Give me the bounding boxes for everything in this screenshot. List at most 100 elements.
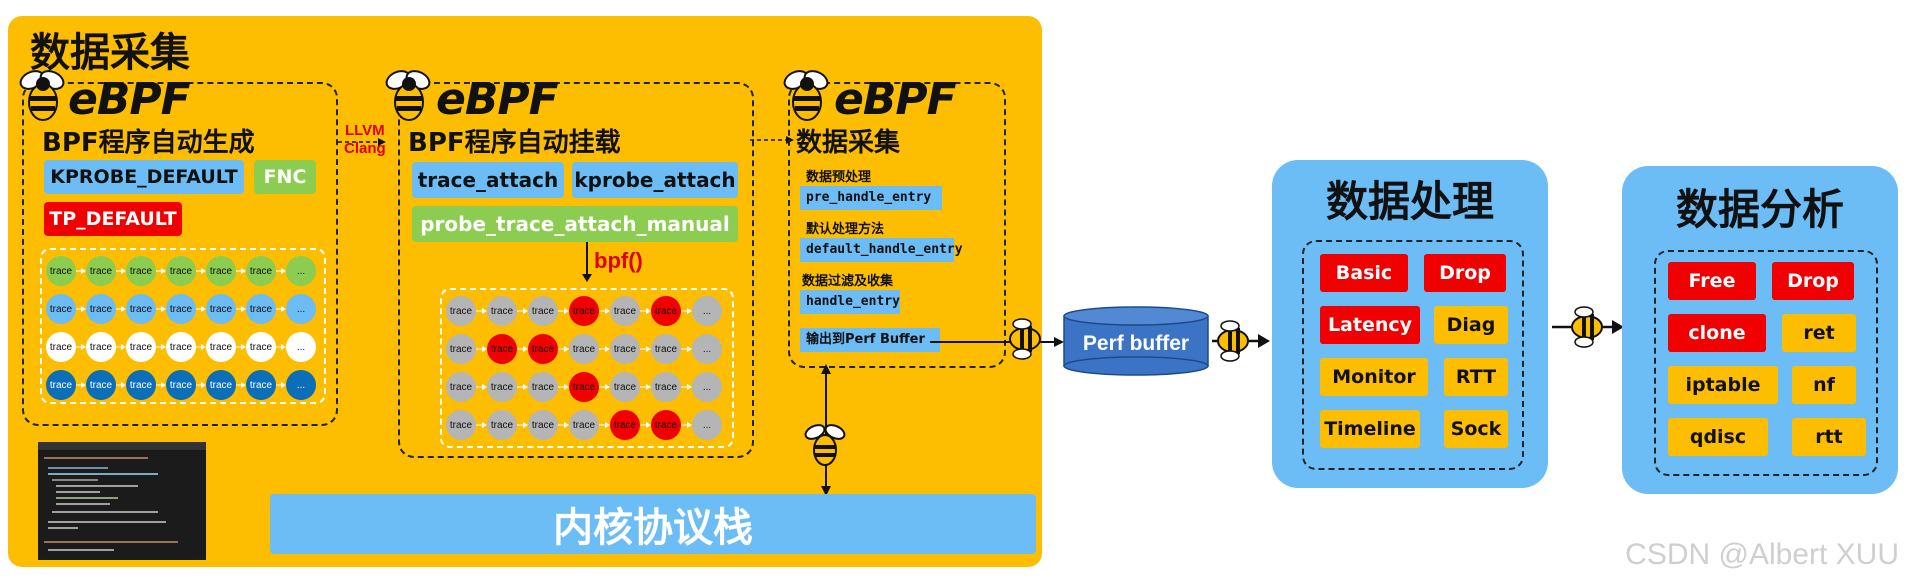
analysis-title: 数据分析 (1675, 185, 1844, 234)
watermark: CSDN @Albert XUU (1625, 538, 1899, 571)
tag-qdisc: qdisc (1668, 418, 1768, 456)
tag-basic: Basic (1320, 254, 1408, 292)
tag-drop: Drop (1424, 254, 1506, 292)
tag-rtt: rtt (1792, 418, 1866, 456)
compiler-clang: Clang (344, 140, 386, 157)
trace-node: trace (610, 410, 640, 440)
trace-node: trace (206, 370, 236, 400)
tag-kprobe-attach: kprobe_attach (572, 162, 738, 198)
compiler-llvm: LLVM (344, 122, 385, 139)
trace-arrow (517, 346, 528, 352)
processing-title: 数据处理 (1325, 177, 1494, 226)
trace-arrow (599, 422, 610, 428)
ebpf-logo: eBPF (834, 74, 957, 125)
trace-node: ... (286, 370, 316, 400)
trace-arrow (276, 306, 286, 312)
attach-title: BPF程序自动挂载 (408, 128, 621, 158)
trace-arrow (236, 344, 246, 350)
trace-node: trace (166, 256, 196, 286)
gen-title: BPF程序自动生成 (42, 128, 255, 158)
trace-arrow (640, 384, 651, 390)
tag-free: Free (1668, 262, 1756, 300)
trace-node: trace (166, 294, 196, 324)
trace-node: trace (528, 296, 558, 326)
trace-arrow (276, 344, 286, 350)
trace-node: trace (46, 332, 76, 362)
trace-arrow (276, 382, 286, 388)
trace-node: trace (126, 294, 156, 324)
trace-node: trace (446, 410, 476, 440)
step-default-label: 默认处理方法 (806, 222, 885, 237)
trace-arrow (640, 422, 651, 428)
bee-icon (1002, 316, 1048, 367)
trace-node: trace (126, 370, 156, 400)
trace-node: trace (86, 294, 116, 324)
tag-diag: Diag (1434, 306, 1508, 344)
trace-arrow (236, 306, 246, 312)
gen-section (22, 82, 338, 426)
trace-node: trace (651, 372, 681, 402)
trace-node: trace (487, 372, 517, 402)
trace-arrow (116, 268, 126, 274)
trace-node: ... (286, 332, 316, 362)
bee-icon (14, 68, 72, 129)
trace-arrow (76, 268, 86, 274)
trace-node: trace (46, 256, 76, 286)
trace-arrow (476, 422, 487, 428)
tag-tp-default: TP_DEFAULT (44, 202, 182, 236)
trace-node: trace (166, 370, 196, 400)
trace-arrow (156, 382, 166, 388)
tag-rtt: RTT (1444, 358, 1508, 396)
tag-monitor: Monitor (1320, 358, 1428, 396)
perf-buffer-cylinder (1062, 306, 1210, 381)
collection-title: 数据采集 (30, 30, 190, 76)
trace-arrow (517, 308, 528, 314)
trace-arrow (640, 346, 651, 352)
collect-section (788, 82, 1006, 368)
trace-node: trace (569, 410, 599, 440)
tag-trace-attach: trace_attach (412, 162, 564, 198)
kernel-protocol-stack: 内核协议栈 (270, 494, 1036, 554)
trace-node: trace (487, 334, 517, 364)
trace-node: trace (126, 332, 156, 362)
trace-node: trace (246, 370, 276, 400)
gen-trace-grid (40, 248, 326, 404)
step-filter-label: 数据过滤及收集 (802, 274, 894, 289)
tag-nf: nf (1792, 366, 1856, 404)
trace-node: trace (246, 294, 276, 324)
trace-arrow (681, 422, 692, 428)
bee-icon (1564, 304, 1610, 355)
trace-arrow (476, 308, 487, 314)
bee-icon (1210, 318, 1256, 369)
tag-timeline: Timeline (1320, 410, 1420, 448)
step-preprocess-label: 数据预处理 (806, 170, 872, 185)
trace-node: trace (446, 296, 476, 326)
trace-arrow (558, 308, 569, 314)
tag-clone: clone (1668, 314, 1766, 352)
trace-arrow (476, 384, 487, 390)
trace-arrow (116, 344, 126, 350)
trace-arrow (681, 384, 692, 390)
code-lines (38, 442, 206, 551)
trace-node: trace (246, 256, 276, 286)
trace-arrow (558, 422, 569, 428)
trace-node: trace (528, 372, 558, 402)
trace-node: ... (692, 296, 722, 326)
perf-buffer-label: Perf buffer (1082, 332, 1190, 355)
code-snippet-image (38, 442, 206, 560)
trace-node: trace (651, 410, 681, 440)
attach-trace-grid (440, 288, 734, 448)
bee-icon (800, 420, 850, 475)
trace-arrow (640, 308, 651, 314)
trace-node: trace (610, 372, 640, 402)
tag-probe-trace-attach-manual: probe_trace_attach_manual (412, 206, 738, 242)
trace-arrow (599, 384, 610, 390)
trace-node: ... (286, 256, 316, 286)
trace-arrow (558, 384, 569, 390)
fn-handle-entry: handle_entry (800, 290, 900, 314)
compiler-label: LLVM Clang (344, 122, 386, 158)
trace-node: trace (610, 334, 640, 364)
trace-node: ... (692, 334, 722, 364)
trace-arrow (116, 306, 126, 312)
trace-node: trace (569, 296, 599, 326)
